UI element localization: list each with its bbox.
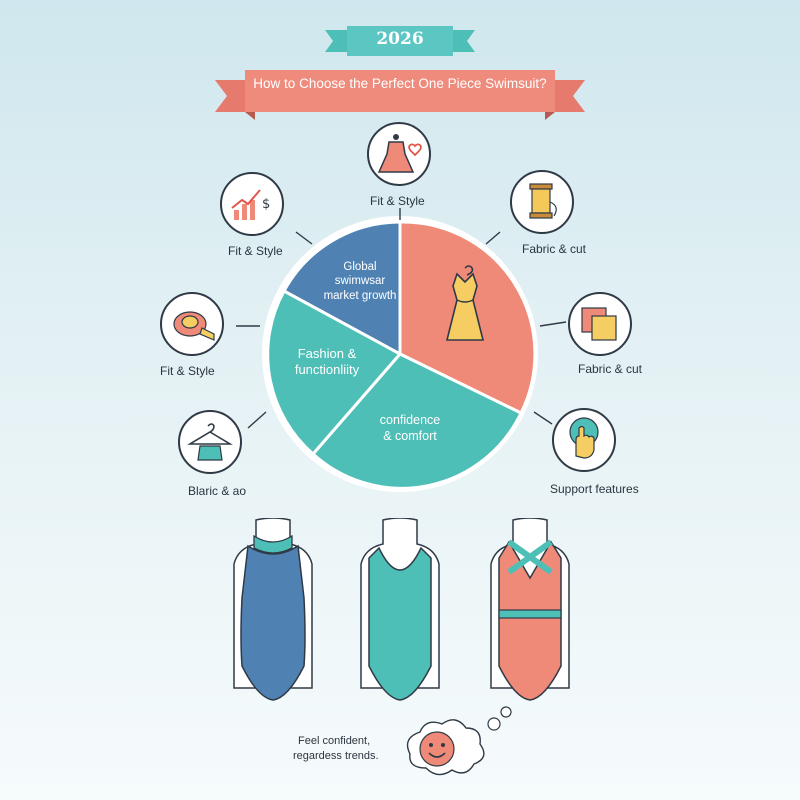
- year-ribbon: [325, 26, 475, 56]
- dress-hanger-icon: [445, 265, 485, 341]
- dress-form-heart-icon: [367, 122, 431, 186]
- smiley-face-icon: [419, 731, 455, 767]
- pie-label-global: Global swimwsar market growth: [323, 261, 397, 302]
- pie-chart: [262, 216, 538, 492]
- pie-segment-blue: [281, 220, 402, 357]
- feature-label-3: Fabric & cut: [578, 362, 643, 376]
- swimsuit-high-neck: [233, 518, 313, 701]
- feature-label-4: Support features: [550, 482, 639, 496]
- growth-chart-icon: $: [220, 172, 284, 236]
- title-ribbon: [215, 70, 585, 120]
- footer-line-1: Feel confident,: [298, 735, 371, 747]
- year-badge: 2026: [376, 29, 424, 49]
- swimsuit-scoop-neck: [360, 518, 440, 701]
- measuring-tape-icon: [160, 292, 224, 356]
- thread-spool-icon: [510, 170, 574, 234]
- feature-label-6: Fit & Style: [160, 364, 215, 378]
- pie-segment-teal-left: [266, 288, 403, 457]
- fabric-swatch-icon: [568, 292, 632, 356]
- pie-label-confidence: confidence & comfort: [379, 413, 441, 443]
- feature-label-5: Fit & Style: [228, 244, 283, 258]
- pie-segment-teal-bottom: [310, 352, 523, 490]
- feature-label-7: Blaric & ao: [188, 484, 247, 498]
- hand-icon: [552, 408, 616, 472]
- svg-text:$: $: [262, 197, 270, 212]
- hanger-icon: [178, 410, 242, 474]
- feature-label-2: Fabric & cut: [522, 242, 587, 256]
- swimsuit-cross-back: [490, 518, 570, 701]
- pie-label-fashion: Fashion & functionliity: [294, 346, 360, 378]
- feature-label-1: Fit & Style: [370, 194, 425, 208]
- footer-line-2: regardess trends.: [293, 750, 379, 762]
- page-title: How to Choose the Perfect One Piece Swim…: [253, 76, 547, 91]
